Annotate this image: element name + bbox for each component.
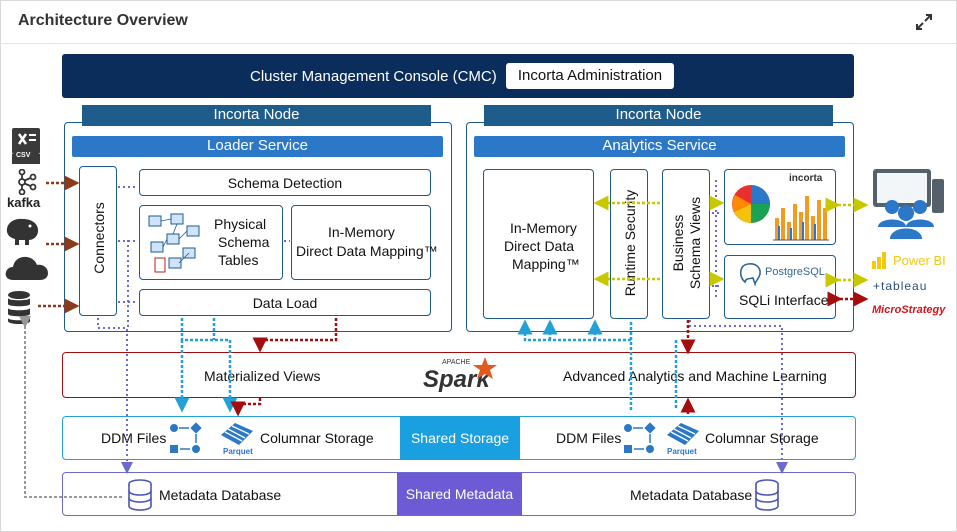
metadata-row: Metadata Database Shared Metadata Metada… xyxy=(62,472,856,516)
runtime-security-box: Runtime Security xyxy=(610,169,648,319)
left-in-memory-line2: Direct Data Mapping™ xyxy=(296,243,438,259)
data-load-box: Data Load xyxy=(139,289,431,316)
powerbi-icon xyxy=(872,252,886,269)
columnar-storage-left: Columnar Storage xyxy=(260,430,374,446)
spark-apache-label: APACHE xyxy=(442,359,471,366)
microstrategy-label: MicroStrategy xyxy=(872,304,946,316)
incorta-charts-card: incorta xyxy=(724,169,836,245)
right-node-title: Incorta Node xyxy=(484,105,833,126)
storage-row: DDM Files Parquet Columnar Storage Share… xyxy=(62,416,856,460)
chart-thumbnail-icon xyxy=(732,185,829,241)
physical-schema-line1: Physical xyxy=(214,216,267,232)
incorta-administration-button[interactable]: Incorta Administration xyxy=(506,63,674,89)
expand-icon[interactable] xyxy=(915,13,933,31)
incorta-logo-text: incorta xyxy=(789,173,823,184)
analytics-service-label: Analytics Service xyxy=(474,136,845,157)
physical-schema-box: Physical Schema Tables xyxy=(139,205,283,280)
powerbi-label: Power BI xyxy=(893,253,946,268)
kafka-icon xyxy=(18,169,37,195)
spark-star-icon xyxy=(473,357,497,379)
csv-file-icon xyxy=(12,128,40,164)
spark-logo-text: Spark xyxy=(423,366,490,393)
sqli-interface-card: PostgreSQL SQLi Interface xyxy=(724,255,836,319)
database-source-icon xyxy=(8,291,30,324)
parquet-left-label: Parquet xyxy=(223,447,253,456)
left-node-title: Incorta Node xyxy=(82,105,431,126)
kafka-label: kafka xyxy=(7,195,41,210)
sqli-interface-label: SQLi Interface xyxy=(739,292,829,308)
advanced-analytics-label: Advanced Analytics and Machine Learning xyxy=(563,368,827,384)
cloud-icon xyxy=(5,256,48,280)
cmc-label: Cluster Management Console (CMC) xyxy=(250,68,497,85)
right-in-memory-line3: Mapping™ xyxy=(512,256,580,272)
users-workstation-icon xyxy=(873,169,944,239)
materialized-views-label: Materialized Views xyxy=(204,368,321,384)
right-in-memory-line1: In-Memory xyxy=(510,220,577,236)
spark-row: Materialized Views Advanced Analytics an… xyxy=(62,352,856,398)
shared-metadata-badge: Shared Metadata xyxy=(397,473,522,515)
ddm-files-left: DDM Files xyxy=(101,430,167,446)
ddm-files-left-icon xyxy=(170,422,202,453)
hadoop-elephant-icon xyxy=(6,218,39,245)
left-in-memory-line1: In-Memory xyxy=(328,224,395,240)
shared-storage-badge: Shared Storage xyxy=(400,417,520,459)
ddm-files-right: DDM Files xyxy=(556,430,622,446)
business-views-box: Business Schema Views xyxy=(662,169,710,319)
postgresql-label: PostgreSQL xyxy=(765,266,825,278)
parquet-left-icon xyxy=(221,423,253,445)
left-in-memory-box: In-Memory Direct Data Mapping™ xyxy=(291,205,438,280)
panel-title: Architecture Overview xyxy=(18,12,188,29)
tableau-label: +tableau xyxy=(873,279,928,293)
metadata-db-left-icon xyxy=(128,479,152,511)
panel-header: Architecture Overview xyxy=(0,0,957,44)
postgresql-elephant-icon xyxy=(739,263,761,287)
schema-detection-box: Schema Detection xyxy=(139,169,431,196)
schema-tables-icon xyxy=(148,213,200,273)
ddm-files-right-icon xyxy=(624,422,656,453)
csv-label: CSV xyxy=(16,152,31,159)
cmc-bar: Cluster Management Console (CMC) Incorta… xyxy=(62,54,854,98)
metadata-database-left: Metadata Database xyxy=(159,487,282,503)
parquet-right-label: Parquet xyxy=(667,447,697,456)
physical-schema-line2: Schema xyxy=(218,234,270,250)
right-in-memory-line2: Direct Data xyxy=(504,238,575,254)
metadata-db-right-icon xyxy=(755,479,779,511)
right-in-memory-box: In-Memory Direct Data Mapping™ xyxy=(483,169,594,319)
physical-schema-line3: Tables xyxy=(218,252,259,268)
metadata-database-right: Metadata Database xyxy=(630,487,753,503)
loader-service-label: Loader Service xyxy=(72,136,443,157)
parquet-right-icon xyxy=(667,423,699,445)
columnar-storage-right: Columnar Storage xyxy=(705,430,819,446)
connectors-box: Connectors xyxy=(79,166,117,316)
